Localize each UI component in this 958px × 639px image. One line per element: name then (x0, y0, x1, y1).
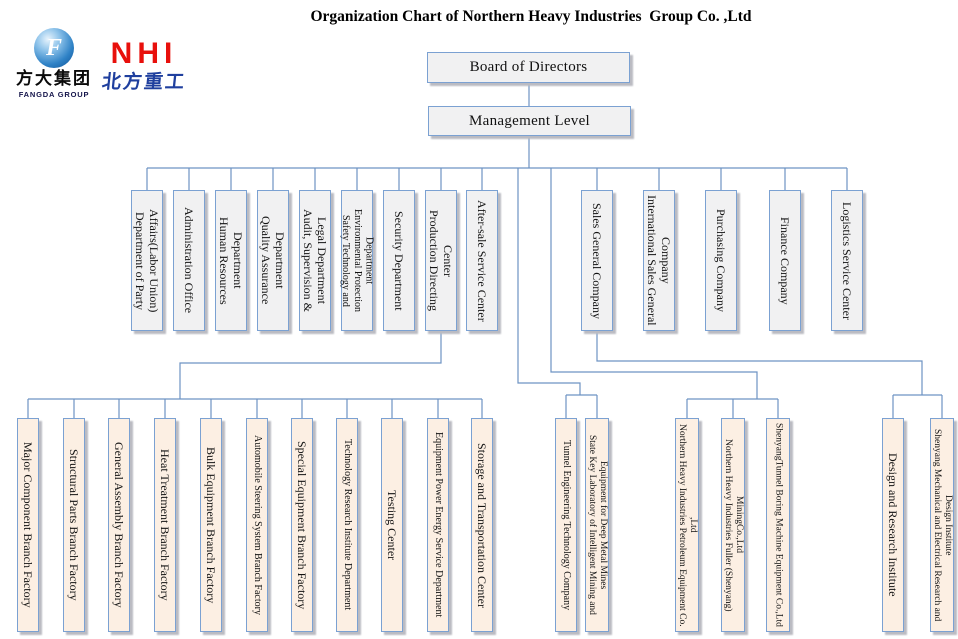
node-equipment-power-energy-service-departmen: Equipment Power Energy Service Departmen… (427, 418, 449, 632)
node-finance-company: Finance Company (769, 190, 801, 331)
node-management-level: Management Level (428, 106, 631, 136)
node-after-sale-service-center: After-sale Service Center (466, 190, 498, 331)
node-northern-heavy-industries-petroleum-equi: Northern Heavy Industries Petroleum Equi… (675, 418, 699, 632)
node-heat-treatment-branch-factory: Heat Treatment Branch Factory (154, 418, 176, 632)
node-department-of-party-affairs-labor-union: Department of Party Affairs(Labor Union) (131, 190, 163, 331)
node-structural-parts-branch-factory: Structural Parts Branch Factory (63, 418, 85, 632)
node-tunnel-engineering-technology-company: Tunnel Engineering Technology Company (555, 418, 577, 632)
fangda-name-en: FANGDA GROUP (18, 90, 90, 99)
node-international-sales-general-company: International Sales General Company (643, 190, 675, 331)
node-security-department: Security Department (383, 190, 415, 331)
node-human-resources-department: Human Resources Department (215, 190, 247, 331)
node-audit-supervision-legal-department: Audit, Supervision & Legal Department (299, 190, 331, 331)
node-logistics-service-center: Logistics Service Center (831, 190, 863, 331)
fangda-sphere-icon: F (34, 28, 74, 68)
node-shenyangtunnel-boring-machine-equipment-: ShenyangTunnel Boring Machine Equipment … (766, 418, 790, 632)
node-board-of-directors: Board of Directors (427, 52, 630, 83)
node-safety-technology-and-environmental-prot: Safety Technology and Environmental Prot… (340, 190, 375, 331)
node-storage-and-transportation-center: Storage and Transportation Center (471, 418, 493, 632)
fangda-logo: F 方大集团 FANGDA GROUP (14, 28, 94, 99)
node-shenyang-mechanical-and-electrical-resea: Shenyang Mechanical and Electrical Resea… (930, 418, 954, 632)
node-special-equipment-branch-factory: Special Equipment Branch Factory (291, 418, 313, 632)
node-bulk-equipment-branch-factory: Bulk Equipment Branch Factory (200, 418, 222, 632)
nhi-logo: NHI 北方重工 (97, 37, 191, 94)
nhi-name-cn: 北方重工 (100, 71, 188, 93)
node-major-component-branch-factory: Major Component Branch Factory (17, 418, 39, 632)
node-administration-office: Administration Office (173, 190, 205, 331)
node-northern-heavy-industries-fuller-shenyan: Northern Heavy Industries Fuller (Shenya… (721, 418, 745, 632)
node-quality-assurance-department: Quality Assurance Department (257, 190, 289, 331)
node-testing-center: Testing Center (381, 418, 403, 632)
fangda-name-cn: 方大集团 (16, 69, 92, 89)
fangda-letter: F (45, 34, 62, 61)
node-production-directing-center: Production Directing Center (425, 190, 457, 331)
node-sales-general-company: Sales General Company (581, 190, 613, 331)
node-automobile-steering-system-branch-factor: Automobile Steering System Branch Factor… (246, 418, 268, 632)
nhi-abbr: NHI (110, 37, 178, 70)
node-technology-research-institute-department: Technology Research Institute Department (336, 418, 358, 632)
node-design-and-research-institute: Design and Research Institute (882, 418, 904, 632)
node-purchasing-company: Purchasing Company (705, 190, 737, 331)
node-state-key-laboratory-of-intelligent-mini: State Key Laboratory of Intelligent Mini… (585, 418, 609, 632)
chart-title: Organization Chart of Northern Heavy Ind… (310, 8, 752, 25)
node-general-assembly-branch-factory: General Assembly Branch Factory (108, 418, 130, 632)
